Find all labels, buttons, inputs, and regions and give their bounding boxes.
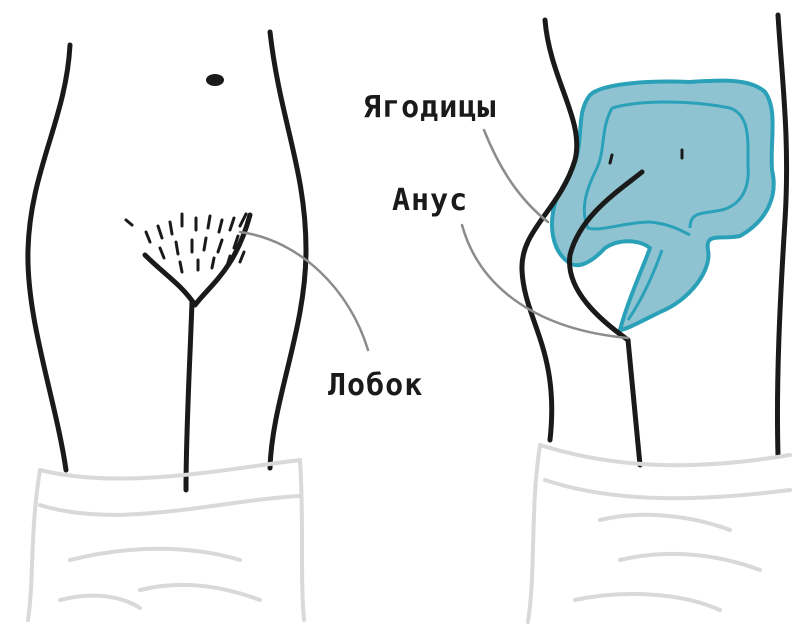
navel-mark xyxy=(206,74,224,86)
side-clothing xyxy=(528,445,790,622)
front-inner-leg-line xyxy=(186,302,192,490)
front-clothing xyxy=(28,460,304,620)
buttocks-leader-line xyxy=(484,130,548,222)
front-right-body-line xyxy=(270,32,306,468)
front-left-body-line xyxy=(28,45,70,470)
label-buttocks: Ягодицы xyxy=(363,90,496,125)
inner-thigh-line xyxy=(628,340,640,465)
side-front-body-line xyxy=(777,15,786,455)
label-anus: Анус xyxy=(392,183,468,218)
pubic-hair-strokes xyxy=(126,214,246,272)
label-pubis: Лобок xyxy=(328,368,423,403)
front-view-figure xyxy=(28,32,368,620)
small-mark xyxy=(610,155,612,163)
side-view-figure xyxy=(462,15,790,622)
